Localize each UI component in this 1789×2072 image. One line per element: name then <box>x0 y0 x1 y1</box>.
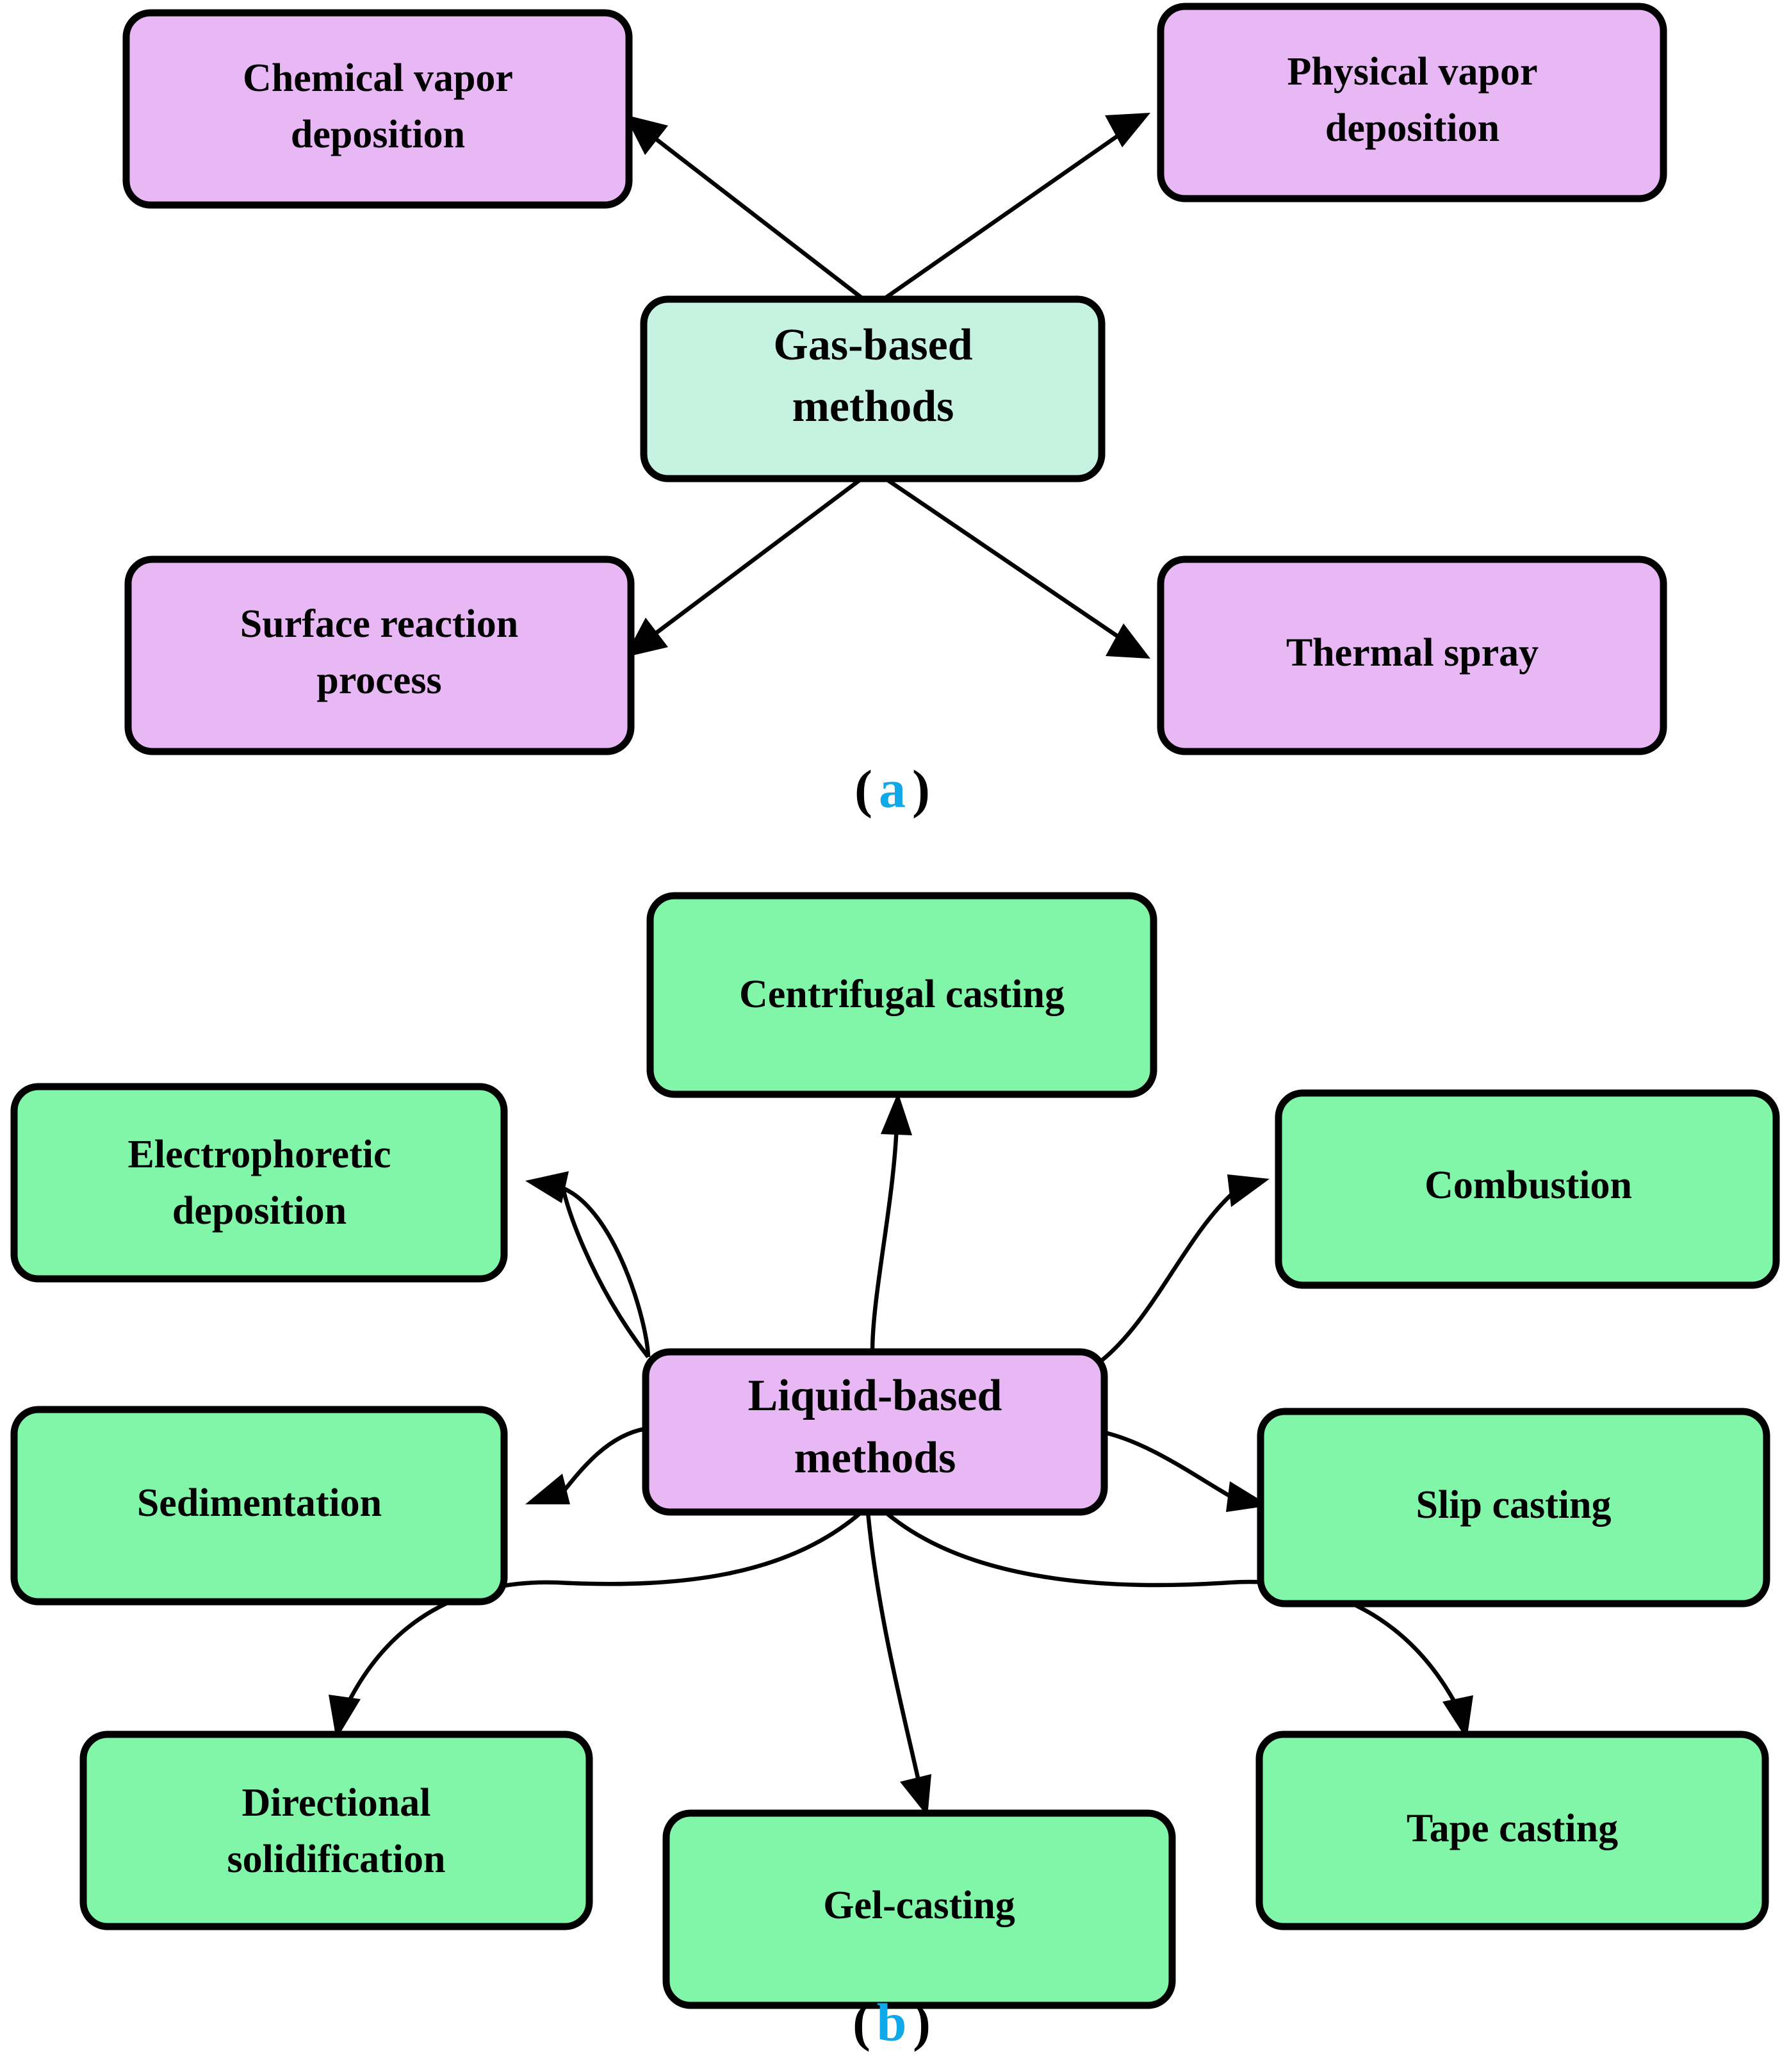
panel-b-edges <box>329 1092 1473 1816</box>
panel-a-caption-open-paren: ( <box>854 759 872 819</box>
panel-b-caption-open-paren: ( <box>853 1993 870 2052</box>
edge-gas-to-pvd <box>879 113 1150 303</box>
thermal-spray-label-line1: Thermal spray <box>1286 631 1539 675</box>
node-surface-reaction-process[interactable]: Surface reaction process <box>124 555 635 755</box>
node-chemical-vapor-deposition[interactable]: Chemical vapor deposition <box>122 9 633 209</box>
directional-solidification-label-line2: solidification <box>227 1838 445 1881</box>
edge-liquid-to-sedimentation <box>525 1426 646 1504</box>
sedimentation-label-line1: Sedimentation <box>137 1481 382 1525</box>
node-centrifugal-casting[interactable]: Centrifugal casting <box>646 892 1157 1098</box>
surface-reaction-process-box[interactable] <box>124 555 635 755</box>
physical-vapor-deposition-box[interactable] <box>1157 3 1667 202</box>
node-thermal-spray[interactable]: Thermal spray <box>1157 555 1667 755</box>
directional-solidification-label-line1: Directional <box>241 1781 430 1825</box>
gas-based-methods-label-line1: Gas-based <box>773 320 972 370</box>
node-liquid-based-methods[interactable]: Liquid-based methods <box>642 1348 1108 1516</box>
surface-reaction-process-label-line1: Surface reaction <box>240 602 518 646</box>
edge-liquid-to-slip-casting <box>1101 1429 1270 1512</box>
tape-casting-label-line1: Tape casting <box>1407 1807 1618 1850</box>
node-physical-vapor-deposition[interactable]: Physical vapor deposition <box>1157 3 1667 202</box>
edge-liquid-to-directional-solidification <box>329 1510 863 1739</box>
panel-a-caption-close-paren: ) <box>912 759 930 819</box>
node-sedimentation[interactable]: Sedimentation <box>10 1406 508 1606</box>
node-gas-based-methods[interactable]: Gas-based methods <box>640 295 1106 482</box>
edge-liquid-to-gel-casting <box>865 1511 931 1816</box>
physical-vapor-deposition-label-line1: Physical vapor <box>1287 50 1538 94</box>
node-slip-casting[interactable]: Slip casting <box>1257 1408 1770 1607</box>
panel-a-caption: ( a ) <box>854 759 930 819</box>
gel-casting-box[interactable] <box>662 1809 1176 2009</box>
physical-vapor-deposition-label-line2: deposition <box>1325 106 1499 150</box>
edge-gas-to-thermal-spray <box>879 473 1150 659</box>
liquid-based-methods-label-line2: methods <box>794 1433 956 1483</box>
panel-b-caption-close-paren: ) <box>913 1993 931 2052</box>
combustion-label-line1: Combustion <box>1425 1163 1632 1207</box>
panel-a-edges <box>625 113 1150 659</box>
panel-b-caption-letter: b <box>877 1993 907 2052</box>
edge-liquid-to-centrifugal-casting <box>870 1092 912 1353</box>
surface-reaction-process-label-line2: process <box>316 659 441 702</box>
liquid-based-methods-box[interactable] <box>642 1348 1108 1516</box>
panel-b-caption: ( b ) <box>853 1993 931 2052</box>
node-directional-solidification[interactable]: Directional solidification <box>79 1731 593 1930</box>
edge-gas-to-cvd <box>625 115 867 303</box>
panel-a: Chemical vapor deposition Physical vapor… <box>122 3 1667 819</box>
tape-casting-box[interactable] <box>1255 1731 1769 1930</box>
edge-liquid-to-tape-casting <box>883 1510 1473 1739</box>
electrophoretic-deposition-label-line2: deposition <box>172 1189 347 1233</box>
node-combustion[interactable]: Combustion <box>1275 1089 1780 1289</box>
liquid-based-methods-label-line1: Liquid-based <box>748 1371 1002 1420</box>
edge-gas-to-surface-reaction <box>625 473 867 657</box>
node-tape-casting[interactable]: Tape casting <box>1255 1731 1769 1930</box>
gas-based-methods-box[interactable] <box>640 295 1106 482</box>
panel-b: Centrifugal casting Electrophoretic depo… <box>10 892 1780 2052</box>
slip-casting-box[interactable] <box>1257 1408 1770 1607</box>
combustion-box[interactable] <box>1275 1089 1780 1289</box>
centrifugal-casting-label-line1: Centrifugal casting <box>739 973 1065 1016</box>
directional-solidification-box[interactable] <box>79 1731 593 1930</box>
panel-a-caption-letter: a <box>879 759 906 819</box>
chemical-vapor-deposition-label-line2: deposition <box>291 113 465 156</box>
electrophoretic-deposition-box[interactable] <box>10 1083 508 1283</box>
sedimentation-box[interactable] <box>10 1406 508 1606</box>
node-gel-casting[interactable]: Gel-casting <box>662 1809 1176 2009</box>
chemical-vapor-deposition-box[interactable] <box>122 9 633 209</box>
thermal-spray-box[interactable] <box>1157 555 1667 755</box>
gas-based-methods-label-line2: methods <box>792 382 954 431</box>
edge-liquid-to-combustion <box>1099 1174 1270 1363</box>
slip-casting-label-line1: Slip casting <box>1416 1483 1612 1527</box>
electrophoretic-deposition-label-line1: Electrophoretic <box>128 1133 391 1176</box>
node-electrophoretic-deposition[interactable]: Electrophoretic deposition <box>10 1083 508 1283</box>
centrifugal-casting-box[interactable] <box>646 892 1157 1098</box>
edge-liquid-to-electrophoretic-deposition <box>525 1171 651 1358</box>
chemical-vapor-deposition-label-line1: Chemical vapor <box>243 56 513 100</box>
gel-casting-label-line1: Gel-casting <box>823 1884 1015 1927</box>
